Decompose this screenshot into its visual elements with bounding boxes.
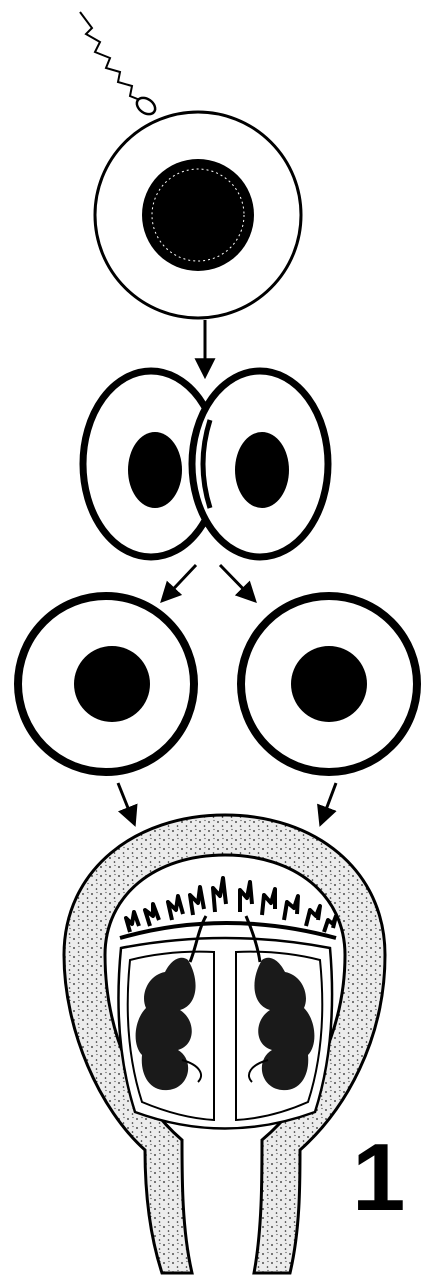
egg-cell [95,112,301,318]
figure-number-label: 1 [352,1130,405,1226]
left-nucleus [128,432,182,508]
arrow-left-to-uterus [118,783,134,823]
two-cell-stage [83,371,328,557]
sperm-cell [80,12,158,117]
right-nucleus [235,432,289,508]
arrow-split-left [163,565,196,600]
egg-nucleus [142,159,254,271]
arrow-right-to-uterus [321,783,336,823]
arrow-split-right [220,565,254,600]
separated-cell-left [18,596,194,772]
separated-cell-right [241,596,417,772]
placenta-villi [120,878,336,938]
